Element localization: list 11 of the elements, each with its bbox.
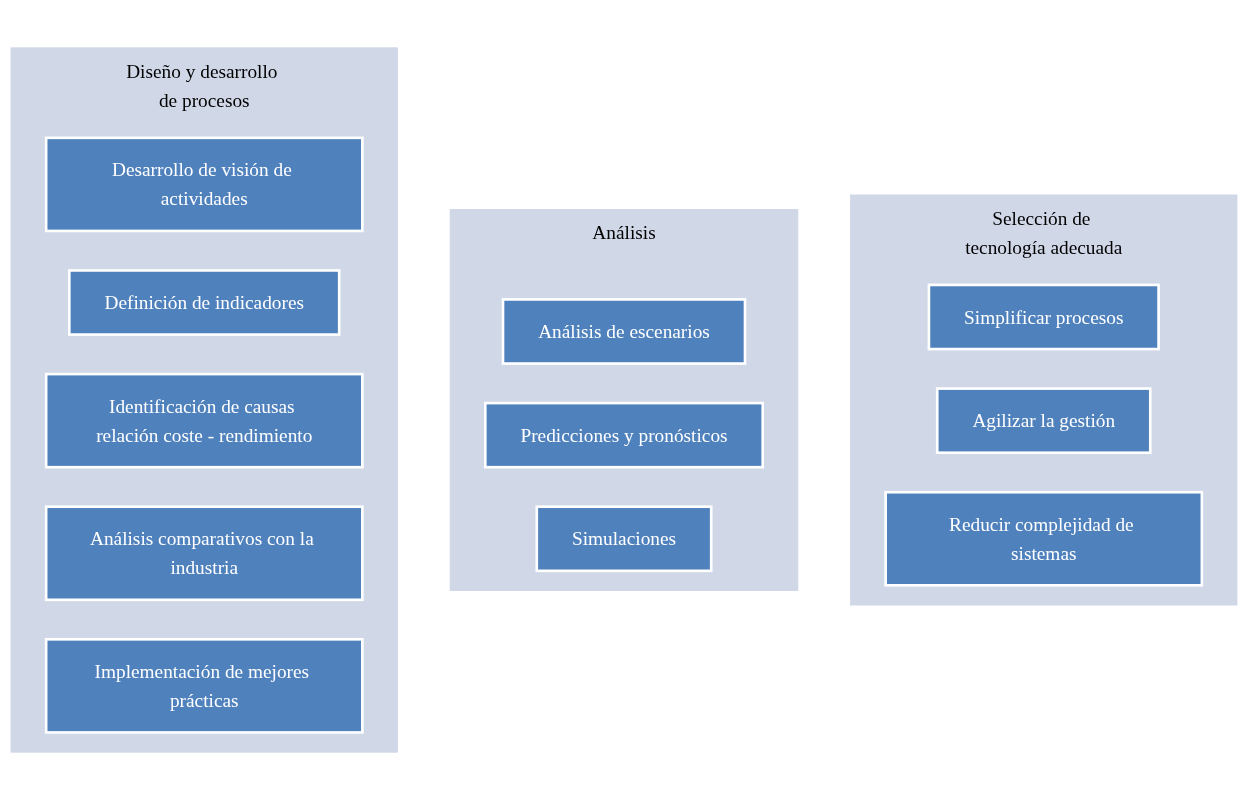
node-box: Definición de indicadores bbox=[68, 268, 341, 336]
node-box: Identificación de causas relación coste - rendimiento bbox=[44, 372, 364, 468]
node-box: Simplificar procesos bbox=[927, 283, 1160, 350]
node-box: Predicciones y pronósticos bbox=[483, 401, 765, 468]
node-box: Reducir complejidad de sistemas bbox=[884, 490, 1204, 587]
node-box: Simulaciones bbox=[535, 504, 713, 572]
node-box: Desarrollo de visión de actividades bbox=[44, 136, 364, 232]
node-box: Agilizar la gestión bbox=[935, 386, 1152, 454]
node-box: Análisis comparativos con la industria bbox=[44, 504, 364, 601]
node-box: Implementación de mejores prácticas bbox=[44, 637, 364, 734]
node-box: Análisis de escenarios bbox=[501, 297, 747, 365]
